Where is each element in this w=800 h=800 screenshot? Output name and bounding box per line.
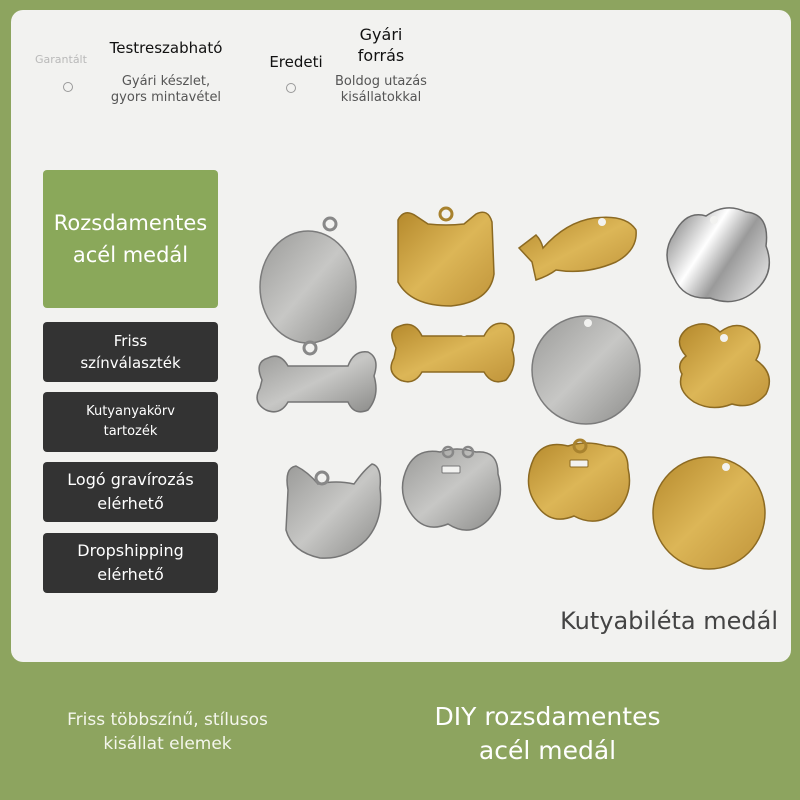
badge-factory-source: Gyári forrás Boldog utazás kisállatokkal [326, 24, 436, 106]
guarantee-label: Garantált [35, 53, 87, 66]
tag-gold-bell [527, 438, 631, 522]
feature-dropshipping: Dropshipping elérhető [43, 533, 218, 593]
badge-customizable: Testreszabható Gyári készlet, gyors mint… [96, 38, 236, 106]
feature-collar-accessory: Kutyanyakörv tartozék [43, 392, 218, 452]
tag-gold-circle [652, 456, 766, 570]
tag-gold-bone [390, 322, 515, 383]
tag-silver-cat [285, 463, 382, 559]
tag-silver-circle [531, 315, 641, 425]
tag-gold-fish [517, 216, 637, 281]
product-caption: Kutyabiléta medál [560, 607, 778, 635]
tag-gold-paw [678, 323, 771, 409]
product-card: Garantált Testreszabható Gyári készlet, … [11, 10, 791, 662]
tag-silver-bell [401, 445, 502, 531]
badge-original-head: Eredeti [269, 53, 323, 71]
badge-customizable-sub: Gyári készlet, gyors mintavétel [110, 74, 222, 105]
pet-tag-gallery [256, 206, 771, 570]
feature-colors: Friss színválaszték [43, 322, 218, 382]
tag-silver-bone [256, 340, 377, 413]
left-panel-title: Rozsdamentes acél medál [43, 170, 218, 308]
badge-customizable-head: Testreszabható [109, 39, 223, 57]
tag-gold-cat [397, 206, 495, 307]
footer-left-text: Friss többszínű, stílusos kisállat eleme… [67, 710, 268, 754]
badge-factory-head: Gyári forrás [357, 25, 405, 65]
tag-silver-oval [259, 216, 357, 344]
badge-dot-icon [286, 83, 296, 93]
tag-chrome-cloud [666, 207, 771, 303]
badge-original: Eredeti [261, 52, 331, 72]
badge-dot-icon [63, 82, 73, 92]
footer-right-text: DIY rozsdamentes acél medál [434, 702, 661, 765]
feature-logo-engraving: Logó gravírozás elérhető [43, 462, 218, 522]
badge-factory-sub: Boldog utazás kisállatokkal [335, 74, 427, 105]
